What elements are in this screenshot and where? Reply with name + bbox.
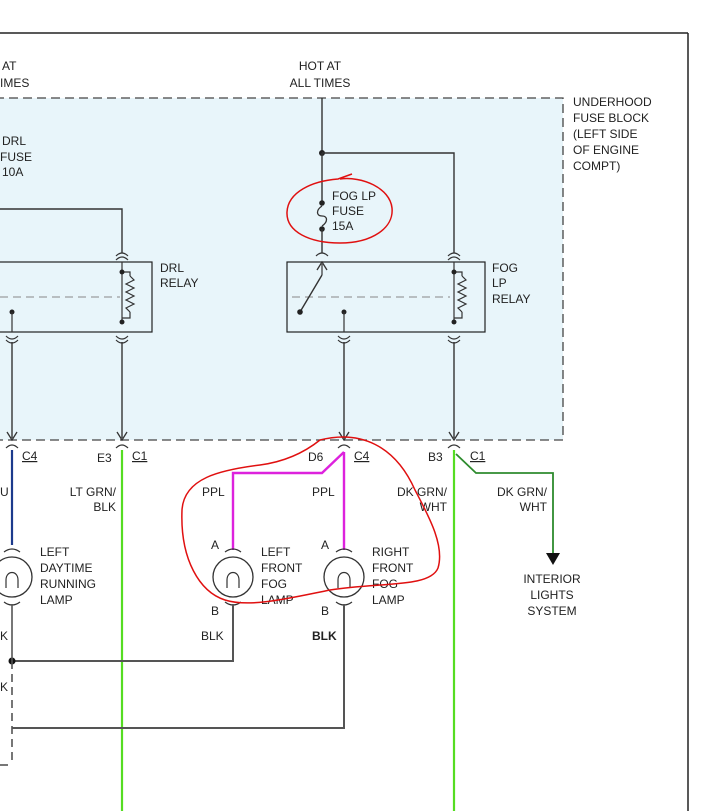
pin-d6: D6 [308,450,324,464]
fog-relay-label-3: RELAY [492,292,530,306]
left-fog-ground-wire [12,604,234,662]
fuse-block-label-2: FUSE BLOCK [573,111,649,125]
blk-label-right: BLK [312,629,337,643]
drl-lamp-label-2: DAYTIME [40,561,92,575]
fog-fuse-label-3: 15A [332,219,353,233]
dk-green-label-left-1: DK GRN/ [397,485,448,499]
fog-relay-label-2: LP [492,276,507,290]
left-fog-lamp-icon [212,548,254,606]
fog-relay-feed-wire [322,152,455,253]
blk-partial-1: K [0,629,8,643]
pin-e3: E3 [97,451,112,465]
drl-fuse-label-2: FUSE [0,150,32,164]
left-fog-pin-a: A [211,538,219,552]
wire-label-u: U [0,485,9,499]
drl-lamp-label-1: LEFT [40,545,70,559]
drl-relay-coil [119,262,136,325]
blk-label-left: BLK [201,629,224,643]
fog-relay-switch [297,260,328,315]
ppl-label-right: PPL [312,485,335,499]
fog-fuse-label-2: FUSE [332,204,364,218]
connector-chevrons [5,444,461,449]
pin-b3: B3 [428,450,443,464]
drl-lamp-label-3: RUNNING [40,577,96,591]
left-fog-label-3: FOG [261,577,287,591]
fog-fuse-element [316,205,328,227]
lt-green-label-1: LT GRN/ [70,485,117,499]
drl-left-arrow [6,431,18,442]
connector-c1-mid: C1 [132,449,148,463]
right-fog-label-2: FRONT [372,561,414,575]
hot-label-left-line2: IMES [0,76,29,90]
dk-green-label-right-2: WHT [520,500,548,514]
right-fog-pin-a: A [321,538,329,552]
left-fog-label-1: LEFT [261,545,291,559]
hot-label-center-line2: ALL TIMES [290,76,351,90]
connector-c4-mid: C4 [354,449,370,463]
drl-lamp-icon [0,548,33,606]
fog-fuse-label-1: FOG LP [332,189,376,203]
fuse-block-label-5: COMPT) [573,159,620,173]
fuse-block-label-3: (LEFT SIDE [573,127,637,141]
fuse-block-label-1: UNDERHOOD [573,95,652,109]
right-fog-lamp-icon [323,548,365,606]
fuse-block-label-4: OF ENGINE [573,143,639,157]
hot-label-center-line1: HOT AT [299,59,342,73]
drl-relay-label-1: DRL [160,261,184,275]
connector-c1-right: C1 [470,449,486,463]
fog-coil-arrow [448,431,460,442]
left-fog-label-2: FRONT [261,561,303,575]
annotation-circle-fog-fuse [286,173,393,244]
interior-label-2: LIGHTS [530,588,573,602]
fog-relay-label-1: FOG [492,261,518,275]
hot-label-left-line1: AT [2,59,17,73]
ppl-wire-left [231,451,345,550]
interior-arrow-icon [546,553,560,565]
left-fog-pin-b: B [211,604,219,618]
right-fog-ground-wire [12,604,345,729]
right-fog-pin-b: B [321,604,329,618]
drl-fuse-label-1: DRL [2,134,26,148]
dk-green-wire-interior [455,453,554,553]
fuse-block-area [0,97,564,441]
annotation-circle-fog-lamps [181,436,441,604]
interior-label-3: SYSTEM [527,604,576,618]
interior-label-1: INTERIOR [523,572,581,586]
drl-feed-wire [0,208,123,253]
lt-green-label-2: BLK [93,500,116,514]
drl-mid-arrow [116,431,128,442]
drl-fuse-label-3: 10A [2,165,23,179]
ppl-label-left: PPL [202,485,225,499]
dk-green-label-left-2: WHT [420,500,448,514]
fog-fuse-top-dot [319,200,325,206]
fog-relay-box [286,261,486,333]
dk-green-label-right-1: DK GRN/ [497,485,548,499]
right-fog-label-1: RIGHT [372,545,410,559]
connector-c4-left: C4 [22,449,38,463]
drl-lamp-label-4: LAMP [40,593,73,607]
blk-partial-2: K [0,680,8,694]
drl-relay-box [0,261,153,333]
fog-relay-coil [451,262,468,325]
right-fog-label-4: LAMP [372,593,405,607]
drl-relay-label-2: RELAY [160,276,198,290]
fog-output-arrow [338,431,350,442]
